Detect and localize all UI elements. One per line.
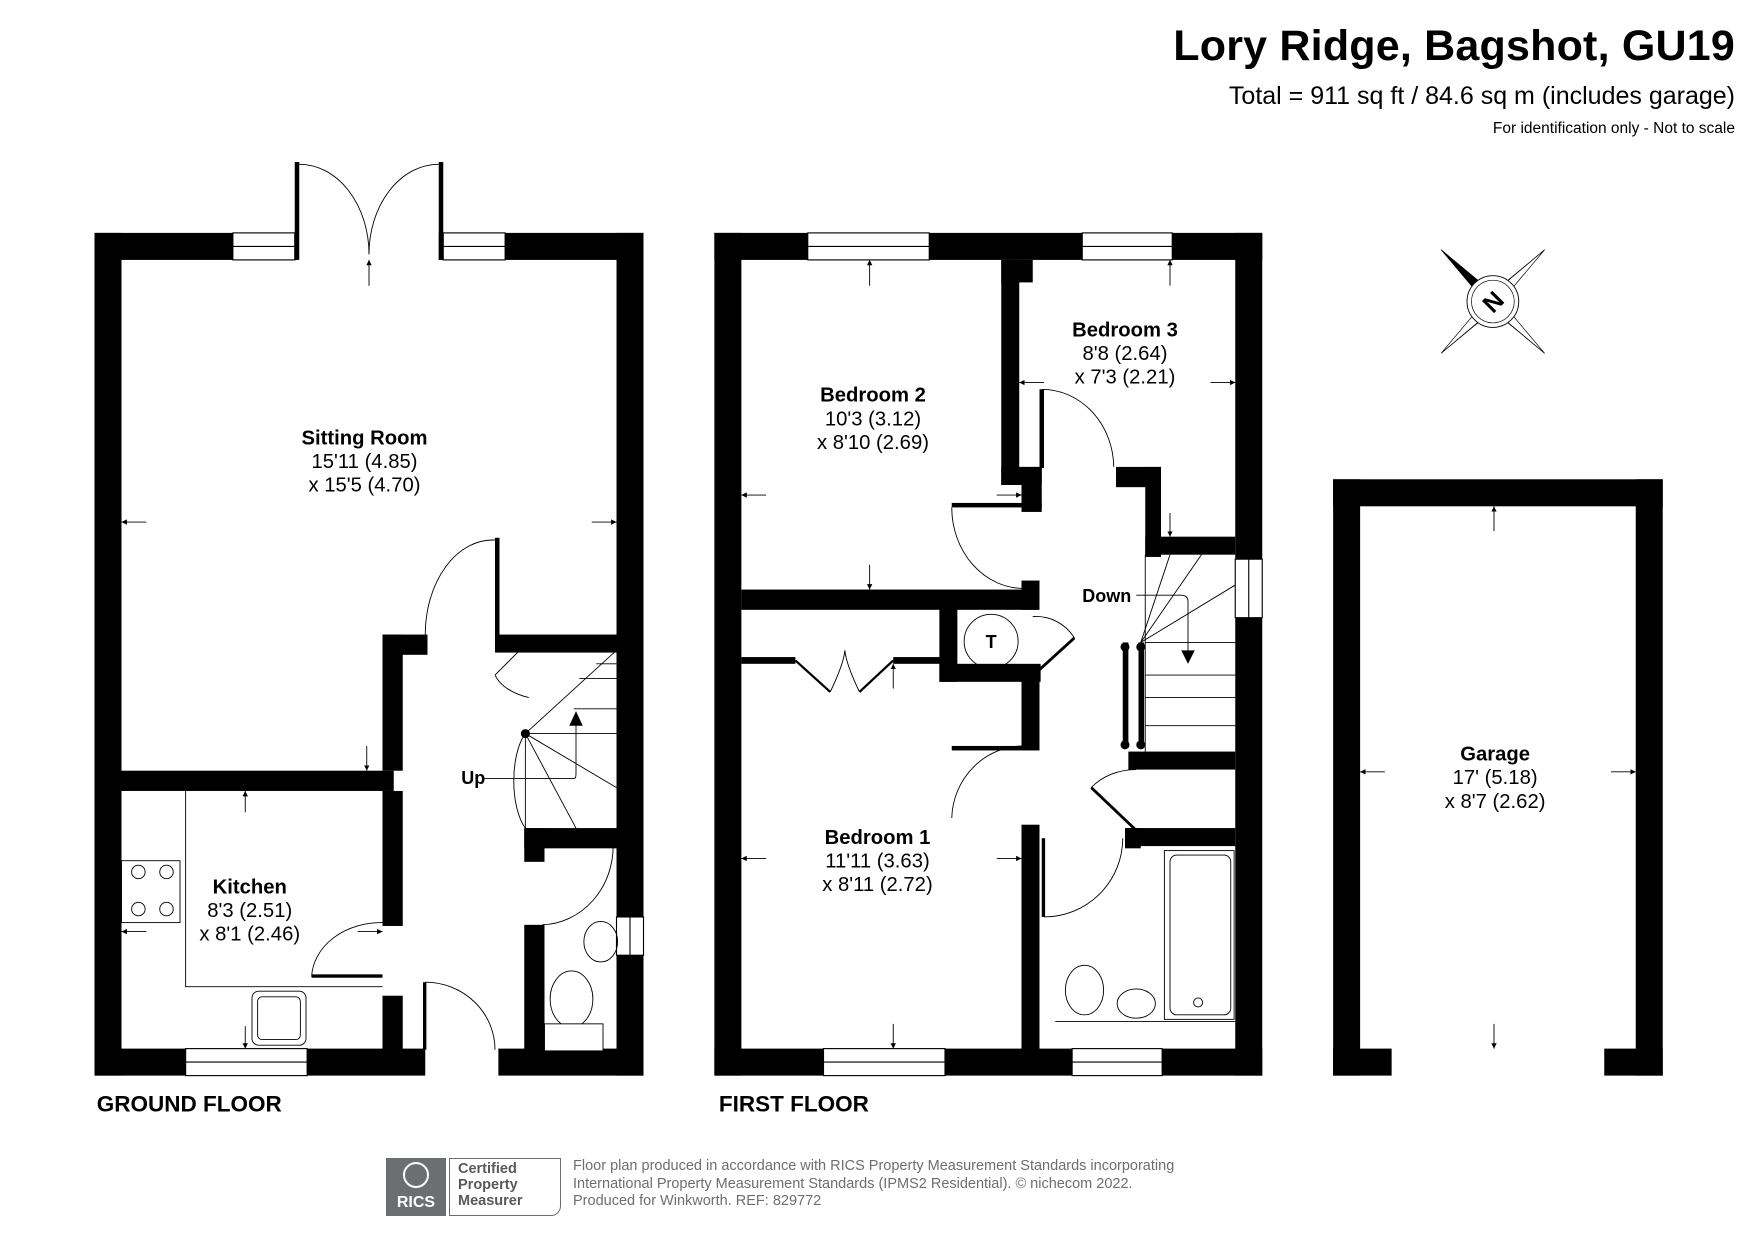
room-name-kitchen: Kitchen <box>213 876 287 898</box>
room-name-bedroom-1: Bedroom 1 <box>825 827 931 849</box>
ground-floor-plan: Up Sitting Room 15'11 (4.85) x 15'5 (4.7… <box>94 162 645 1117</box>
footer-line-1: Floor plan produced in accordance with R… <box>573 1158 1175 1174</box>
room-dim2-garage: x 8'7 (2.62) <box>1445 791 1546 813</box>
first-floor-label: FIRST FLOOR <box>719 1092 869 1117</box>
room-dim1-kitchen: 8'3 (2.51) <box>207 900 292 922</box>
stairs-up-label: Up <box>461 768 485 788</box>
badge-line-1: Certified <box>458 1161 517 1177</box>
room-dim2-bedroom-3: x 7'3 (2.21) <box>1075 367 1176 389</box>
room-dim2-kitchen: x 8'1 (2.46) <box>199 924 300 946</box>
badge-line-3: Measurer <box>458 1193 523 1209</box>
badge-line-2: Property <box>458 1177 518 1193</box>
room-dim1-sitting-room: 15'11 (4.85) <box>312 451 418 473</box>
footer-text: Floor plan produced in accordance with R… <box>573 1158 1174 1211</box>
room-dim1-bedroom-3: 8'8 (2.64) <box>1083 343 1168 365</box>
room-dim1-bedroom-2: 10'3 (3.12) <box>825 408 921 430</box>
certified-property-measurer-badge: Certified Property Measurer <box>449 1158 561 1216</box>
room-name-sitting-room: Sitting Room <box>302 427 428 449</box>
room-dim1-garage: 17' (5.18) <box>1453 767 1538 789</box>
compass-icon: N <box>1440 249 1545 354</box>
room-dim2-bedroom-2: x 8'10 (2.69) <box>817 432 929 454</box>
room-dim1-bedroom-1: 11'11 (3.63) <box>825 850 929 872</box>
airing-cupboard-label: T <box>986 632 997 652</box>
room-dim2-bedroom-1: x 8'11 (2.72) <box>822 874 932 896</box>
stairs-down-label: Down <box>1082 586 1131 606</box>
footer-line-2: International Property Measurement Stand… <box>573 1175 1133 1192</box>
garage-plan: Garage 17' (5.18) x 8'7 (2.62) <box>1333 479 1663 1076</box>
total-area: Total = 911 sq ft / 84.6 sq m (includes … <box>1228 82 1735 110</box>
rics-lion-icon <box>403 1162 429 1188</box>
ground-floor-label: GROUND FLOOR <box>97 1092 282 1117</box>
first-floor-plan: T Down <box>714 232 1263 1117</box>
room-name-bedroom-2: Bedroom 2 <box>820 385 926 407</box>
room-name-garage: Garage <box>1460 744 1530 766</box>
room-name-bedroom-3: Bedroom 3 <box>1072 319 1178 341</box>
disclaimer: For identification only - Not to scale <box>1492 120 1735 137</box>
property-title: Lory Ridge, Bagshot, GU19 <box>1173 22 1735 70</box>
rics-logo-text: RICS <box>396 1194 436 1211</box>
footer-line-3: Produced for Winkworth. REF: 829772 <box>573 1193 822 1209</box>
footer: RICS Certified Property Measurer Floor p… <box>386 1158 1174 1216</box>
rics-logo: RICS <box>386 1158 446 1216</box>
room-dim2-sitting-room: x 15'5 (4.70) <box>309 475 421 497</box>
